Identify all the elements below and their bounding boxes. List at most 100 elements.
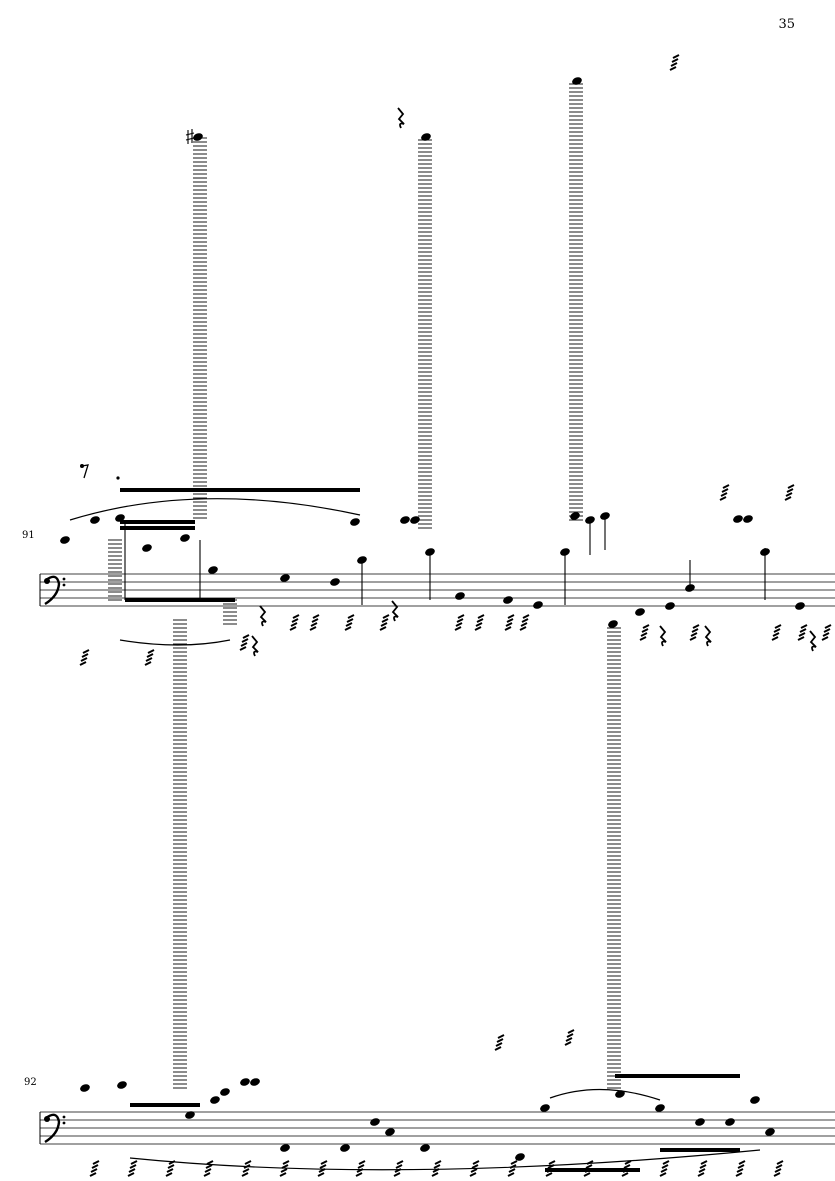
tremolo-icon [564,1029,575,1046]
tremolo-icon [241,1160,252,1177]
bass-clef-icon [62,583,66,587]
tremolo-icon [719,484,730,501]
tremolo-icon [771,624,782,641]
quarter-rest-icon [251,635,259,657]
tremolo-icon [144,649,155,666]
tremolo-icon [431,1160,442,1177]
tremolo-icon [659,1160,670,1177]
notehead [572,77,582,85]
tremolo-icon [469,1160,480,1177]
notehead [60,536,70,544]
tremolo-icon [519,614,530,631]
bass-clef-icon [44,1116,50,1122]
bass-clef-icon [62,1115,66,1119]
eighth-rest-icon [81,464,89,479]
tremolo-icon [79,649,90,666]
notehead [240,1078,250,1086]
notehead [210,1096,220,1104]
notehead [370,1118,380,1126]
notehead [695,1118,705,1126]
tremolo-icon [697,1160,708,1177]
notehead [250,1078,260,1086]
tremolo-icon [784,484,795,501]
tremolo-icon [797,624,808,641]
dot-icon [116,476,120,480]
notehead [280,574,290,582]
tremolo-icon [821,624,832,641]
tremolo-icon [621,1160,632,1177]
notehead [142,544,152,552]
notehead [743,515,753,523]
notehead [208,566,218,574]
tremolo-icon [165,1160,176,1177]
quarter-rest-icon [659,625,667,647]
notehead [455,592,465,600]
tremolo-icon [474,614,485,631]
slur [69,498,361,521]
notehead [570,512,580,520]
sharp-icon [185,129,195,144]
notehead [80,1084,90,1092]
tremolo-icon [454,614,465,631]
tremolo-icon [393,1160,404,1177]
tremolo-icon [127,1160,138,1177]
tremolo-icon [379,614,390,631]
notehead [540,1104,550,1112]
tremolo-icon [239,634,250,651]
notehead [185,1111,195,1119]
notehead [117,1081,127,1089]
notehead [193,133,203,141]
bass-clef-icon [62,1121,66,1125]
tremolo-icon [507,1160,518,1177]
page-number: 35 [778,17,795,32]
notehead [280,1144,290,1152]
notehead [220,1088,230,1096]
tremolo-icon [289,614,300,631]
notehead [733,515,743,523]
notehead [725,1118,735,1126]
quarter-rest-icon [397,107,405,129]
bass-clef-icon [62,577,66,581]
notehead [421,133,431,141]
notehead [410,516,420,524]
notehead [90,516,100,524]
quarter-rest-icon [809,630,817,652]
tremolo-icon [689,624,700,641]
notehead [615,1090,625,1098]
notehead [340,1144,350,1152]
measure-number: 91 [22,530,35,541]
notehead [608,620,618,628]
tremolo-icon [355,1160,366,1177]
tremolo-icon [639,624,650,641]
notehead [635,608,645,616]
tremolo-icon [203,1160,214,1177]
notehead [350,518,360,526]
tremolo-icon [89,1160,100,1177]
notehead [515,1153,525,1161]
bass-clef-icon [44,578,50,584]
tremolo-icon [773,1160,784,1177]
notehead [385,1128,395,1136]
slur [119,639,231,646]
tremolo-icon [504,614,515,631]
tremolo-icon [669,54,680,71]
notehead [795,602,805,610]
quarter-rest-icon [391,600,399,622]
notehead [115,514,125,522]
notehead [750,1096,760,1104]
notehead [655,1104,665,1112]
bass-clef-icon [44,575,61,606]
slur [549,1088,661,1101]
quarter-rest-icon [259,605,267,627]
notehead [180,534,190,542]
notehead [330,578,340,586]
tremolo-icon [494,1034,505,1051]
measure-number: 92 [24,1077,37,1088]
tremolo-icon [317,1160,328,1177]
notehead [665,602,675,610]
tremolo-icon [545,1160,556,1177]
tremolo-icon [279,1160,290,1177]
bass-clef-icon [44,1113,61,1144]
tremolo-icon [309,614,320,631]
